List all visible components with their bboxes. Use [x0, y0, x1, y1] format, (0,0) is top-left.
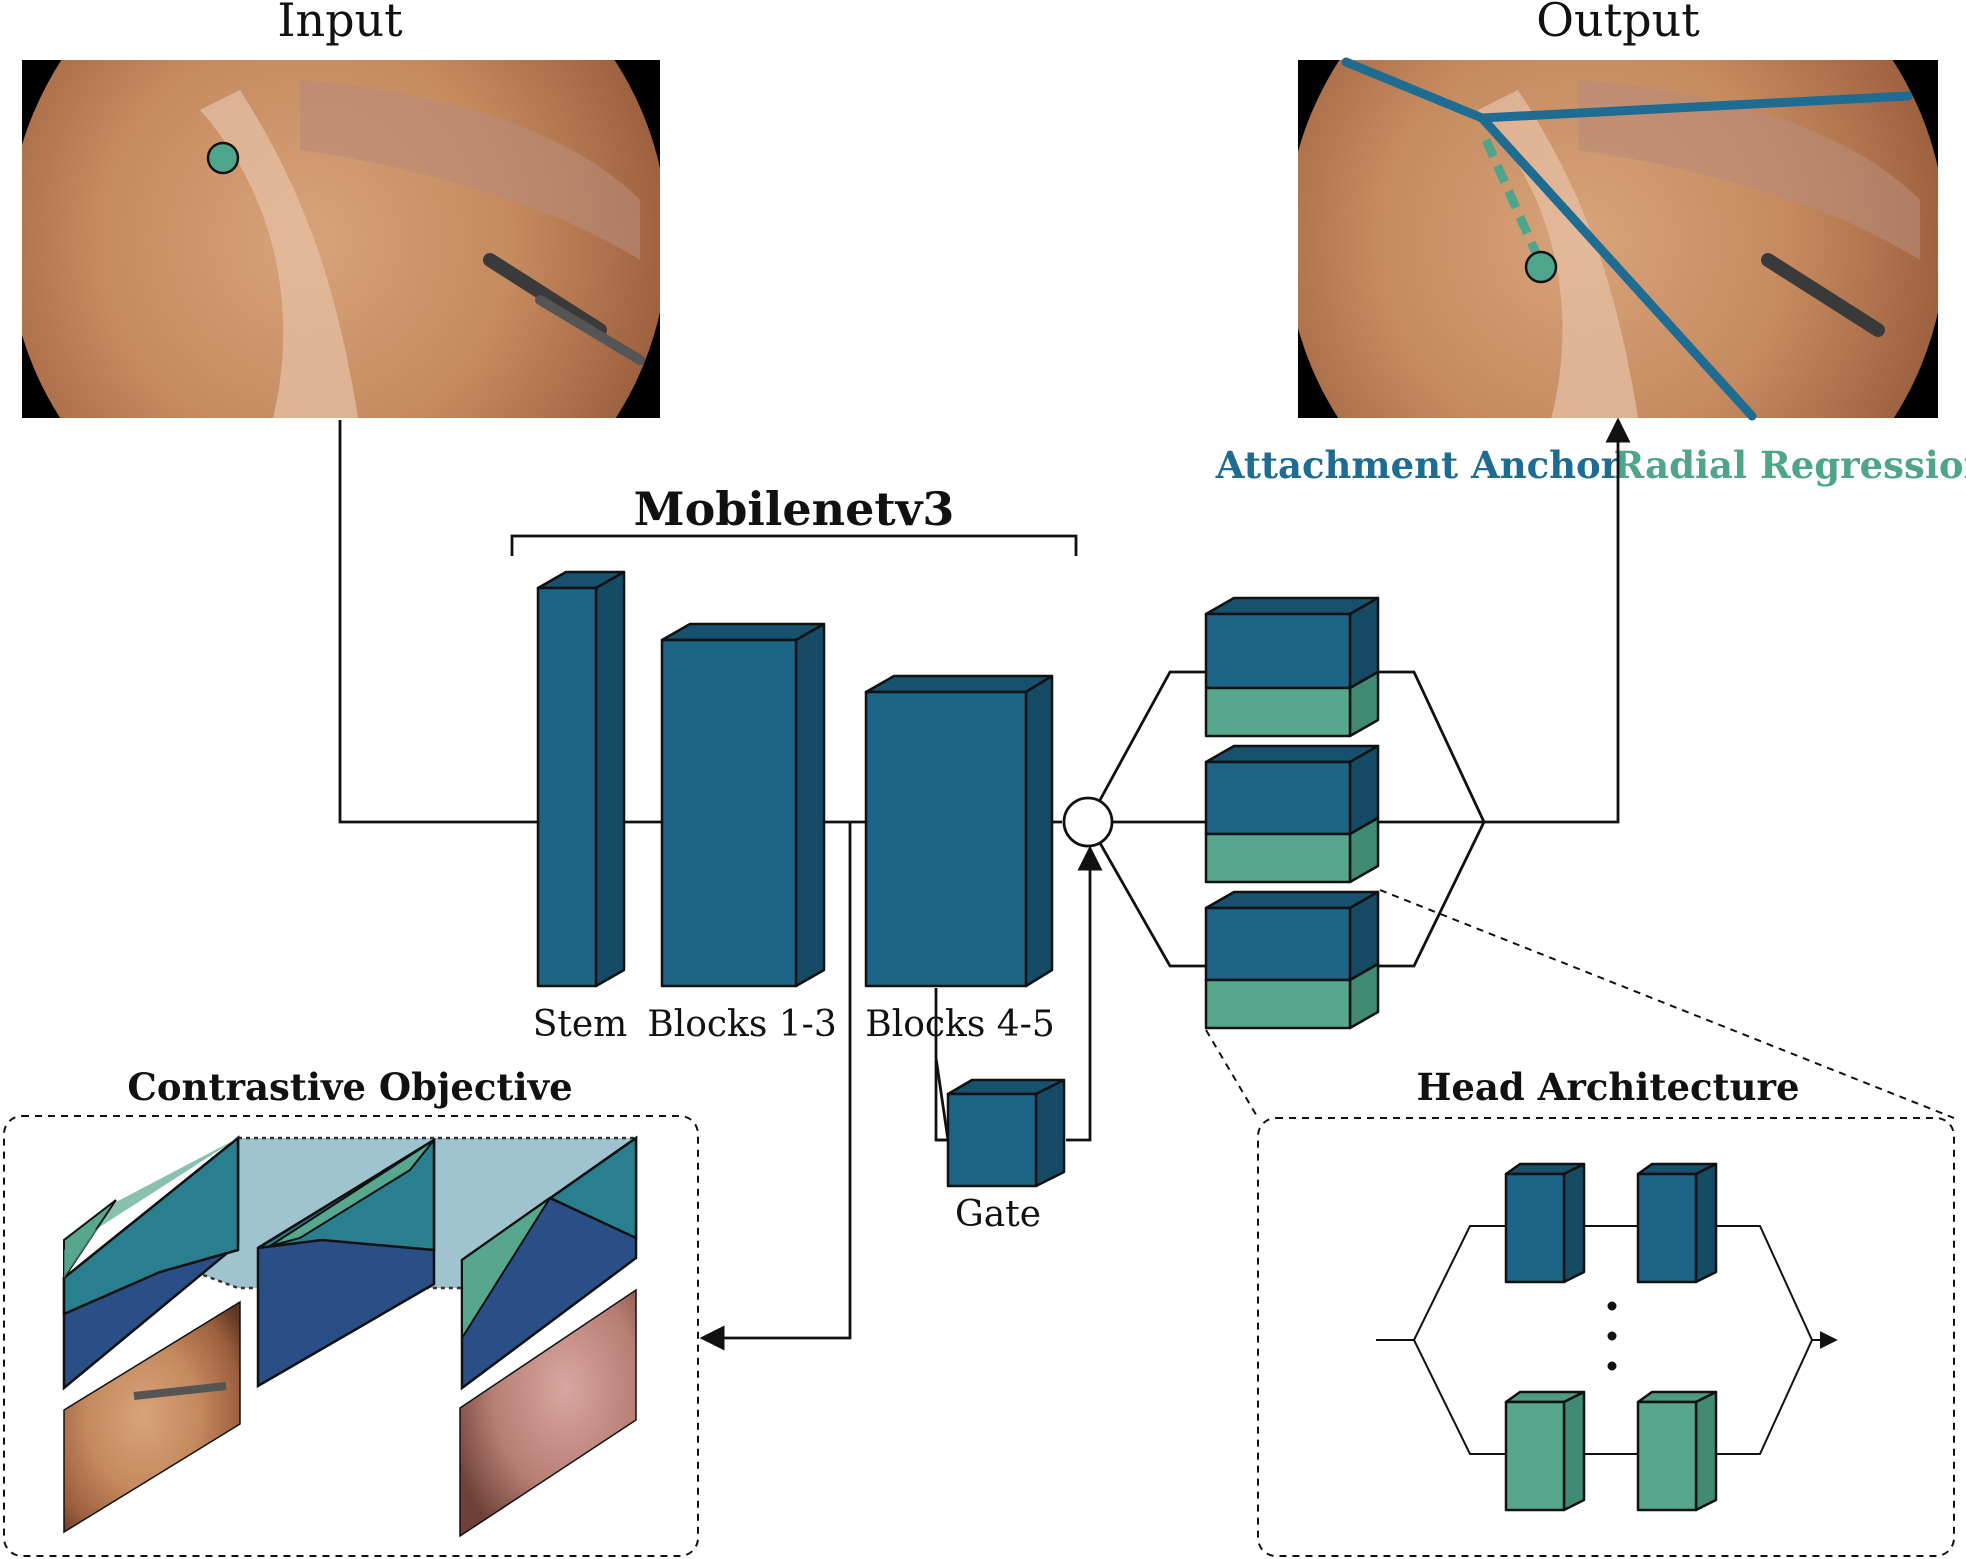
input-keypoint — [206, 141, 240, 175]
radial-regression-label: Radial Regression — [1614, 443, 1966, 487]
head-teal-block-1 — [1504, 1390, 1586, 1512]
zoom-line-left — [1205, 1029, 1259, 1119]
contrastive-illustration — [62, 1135, 638, 1538]
backbone-bracket — [510, 534, 1078, 556]
heads-upper-branch — [1086, 670, 1208, 823]
fusion-node — [1062, 796, 1114, 848]
radial-regression-line — [1481, 138, 1545, 264]
head-arch-title: Head Architecture — [1416, 1065, 1799, 1109]
heads-lower-branch — [1086, 821, 1208, 968]
gate-label: Gate — [955, 1194, 1041, 1235]
blocks-1-3-block — [660, 622, 826, 988]
heads-to-output-arrow — [1484, 417, 1631, 824]
output-title: Output — [1536, 0, 1700, 47]
output-keypoint — [1524, 250, 1558, 284]
prediction-head-2 — [1204, 744, 1380, 884]
contrastive-panel — [3, 1115, 699, 1557]
prediction-head-3 — [1204, 890, 1380, 1030]
attachment-anchor-lines — [1341, 57, 1913, 421]
output-image — [1298, 57, 1938, 421]
head-blue-block-1 — [1504, 1162, 1586, 1284]
input-title: Input — [277, 0, 403, 47]
skip-to-contrastive-arrow — [699, 822, 852, 1351]
blocks-4-5-label: Blocks 4-5 — [865, 1004, 1055, 1045]
attachment-anchor-label: Attachment Anchor — [1215, 443, 1621, 487]
head-arch-panel — [1257, 1117, 1955, 1557]
stem-block — [536, 570, 626, 988]
input-image — [22, 60, 660, 418]
gate-output-arrow — [1066, 845, 1103, 1142]
blocks-1-3-label: Blocks 1-3 — [647, 1004, 837, 1045]
contrastive-title: Contrastive Objective — [127, 1065, 572, 1109]
head-ellipsis-dot — [1607, 1331, 1617, 1341]
head-ellipsis-dot — [1607, 1301, 1617, 1311]
backbone-title: Mobilenetv3 — [634, 482, 955, 536]
prediction-head-1 — [1204, 596, 1380, 738]
head-ellipsis-dot — [1607, 1361, 1617, 1371]
head-teal-block-2 — [1636, 1390, 1718, 1512]
blocks-4-5-block — [864, 674, 1054, 988]
head-arch-diagram — [1376, 1162, 1838, 1512]
input-connector — [338, 420, 540, 824]
stem-label: Stem — [533, 1004, 628, 1045]
head-blue-block-2 — [1636, 1162, 1718, 1284]
gate-block — [946, 1078, 1066, 1188]
